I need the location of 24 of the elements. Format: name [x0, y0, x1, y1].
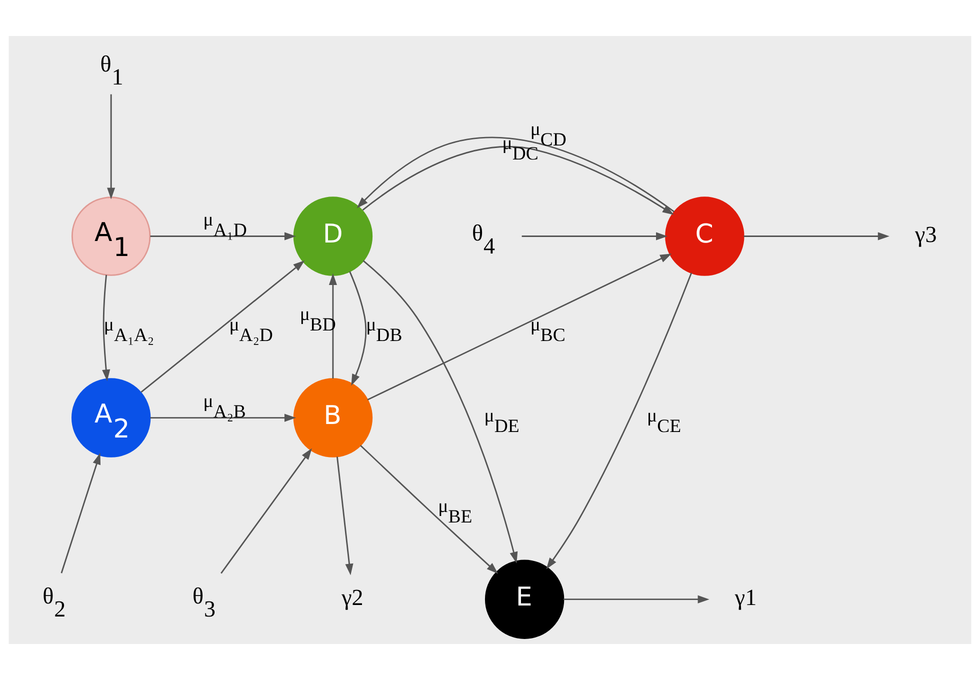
- arrow: [150, 413, 296, 422]
- node-text: γ2: [342, 583, 364, 610]
- arrow: [360, 444, 498, 574]
- arrow: [744, 232, 890, 240]
- arrow: [220, 448, 312, 574]
- arrow: [362, 146, 674, 214]
- node-circle: C: [665, 196, 744, 276]
- arrow: [367, 253, 672, 400]
- node-text: γ3: [915, 220, 937, 246]
- arrow: [328, 272, 337, 378]
- arrow: [336, 456, 354, 575]
- node-text: γ1: [734, 583, 757, 610]
- arrow: [546, 272, 692, 569]
- node-circle: B: [293, 378, 373, 457]
- arrow: [107, 94, 116, 199]
- arrow: [522, 232, 668, 240]
- arrow: [356, 136, 675, 212]
- arrow: [362, 260, 518, 563]
- arrow: [150, 232, 296, 240]
- arrow: [349, 270, 367, 386]
- arrow: [102, 274, 110, 381]
- arrow: [564, 594, 710, 603]
- arrow: [140, 260, 305, 392]
- arrow: [60, 452, 101, 573]
